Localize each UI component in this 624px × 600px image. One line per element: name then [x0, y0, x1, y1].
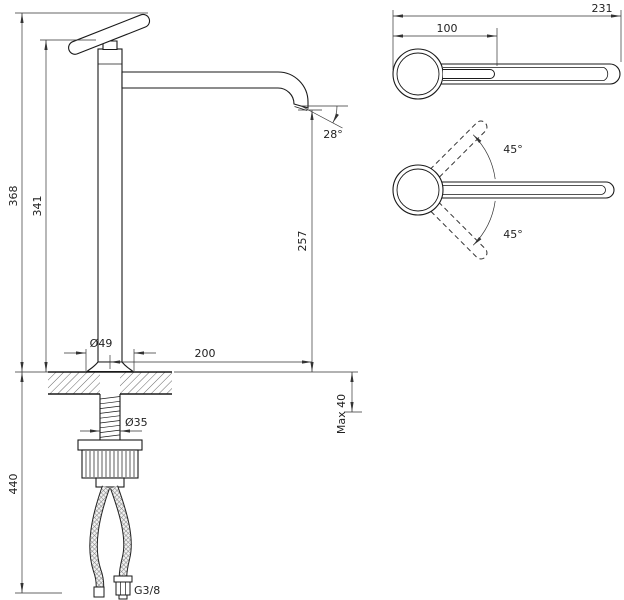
dim-label-max-deck: Max 40	[335, 394, 348, 434]
swivel-spout-inner	[443, 185, 606, 195]
dim-label-swivel-down: 45°	[503, 228, 523, 241]
knurl-lines	[85, 451, 135, 477]
lever-handle	[68, 13, 151, 55]
counter-hatch-right	[120, 372, 172, 394]
swivel-arc-lower	[472, 200, 496, 246]
hose-end-fitting	[93, 586, 105, 598]
front-view	[68, 13, 309, 373]
mounting-shank	[99, 394, 121, 440]
extension-lines	[15, 12, 362, 594]
swivel-arc-upper	[472, 134, 496, 180]
dim-label-reach: 200	[195, 347, 216, 360]
plan-view-swivel	[392, 120, 615, 260]
plan-body-outer	[392, 48, 444, 100]
spout	[121, 71, 309, 109]
dim-label-handle-len: 100	[437, 22, 458, 35]
dim-label-shank-dia: Ø35	[125, 416, 148, 429]
dim-label-outlet-angle: 28°	[323, 128, 343, 141]
plan-spout-inner	[443, 67, 609, 81]
plan-body-inner	[396, 52, 440, 96]
hose-right-braid	[110, 485, 131, 578]
swivel-body-inner	[396, 168, 440, 212]
plan-handle	[443, 69, 495, 79]
dim-label-base-dia: Ø49	[90, 337, 113, 350]
angle-rays	[300, 105, 348, 129]
dim-label-total-height: 368	[7, 186, 20, 207]
swivel-handle-up-dashed	[429, 120, 488, 179]
dim-label-swivel-up: 45°	[503, 143, 523, 156]
plan-view-reach	[392, 48, 621, 100]
dim-label-thread: G3/8	[134, 584, 160, 597]
thread-lines	[99, 396, 121, 438]
dim-label-overall-len: 231	[592, 2, 613, 15]
swivel-spout	[440, 181, 615, 199]
supply-hoses	[89, 485, 133, 600]
dim-label-spout-height: 257	[296, 231, 309, 252]
angle-arc	[332, 105, 339, 124]
plan-extension-lines	[392, 10, 622, 70]
counter-section	[48, 371, 172, 395]
counter-hatch-left	[48, 372, 100, 394]
swivel-dimensions: 45° 45°	[472, 134, 523, 246]
g38-fitting	[113, 575, 133, 600]
faucet-body	[97, 48, 123, 363]
swivel-handle-down-dashed	[429, 201, 488, 260]
dim-label-under-height: 440	[7, 474, 20, 495]
swivel-body-outer	[392, 164, 444, 216]
dim-label-body-height: 341	[31, 196, 44, 217]
front-dimensions: 368 341 440 Ø49 200 257 28° Ø35 Max 40 G…	[7, 12, 362, 597]
plan-dimensions: 231 100	[392, 2, 622, 70]
mounting-nut	[77, 439, 143, 488]
lever-neck	[102, 40, 118, 51]
